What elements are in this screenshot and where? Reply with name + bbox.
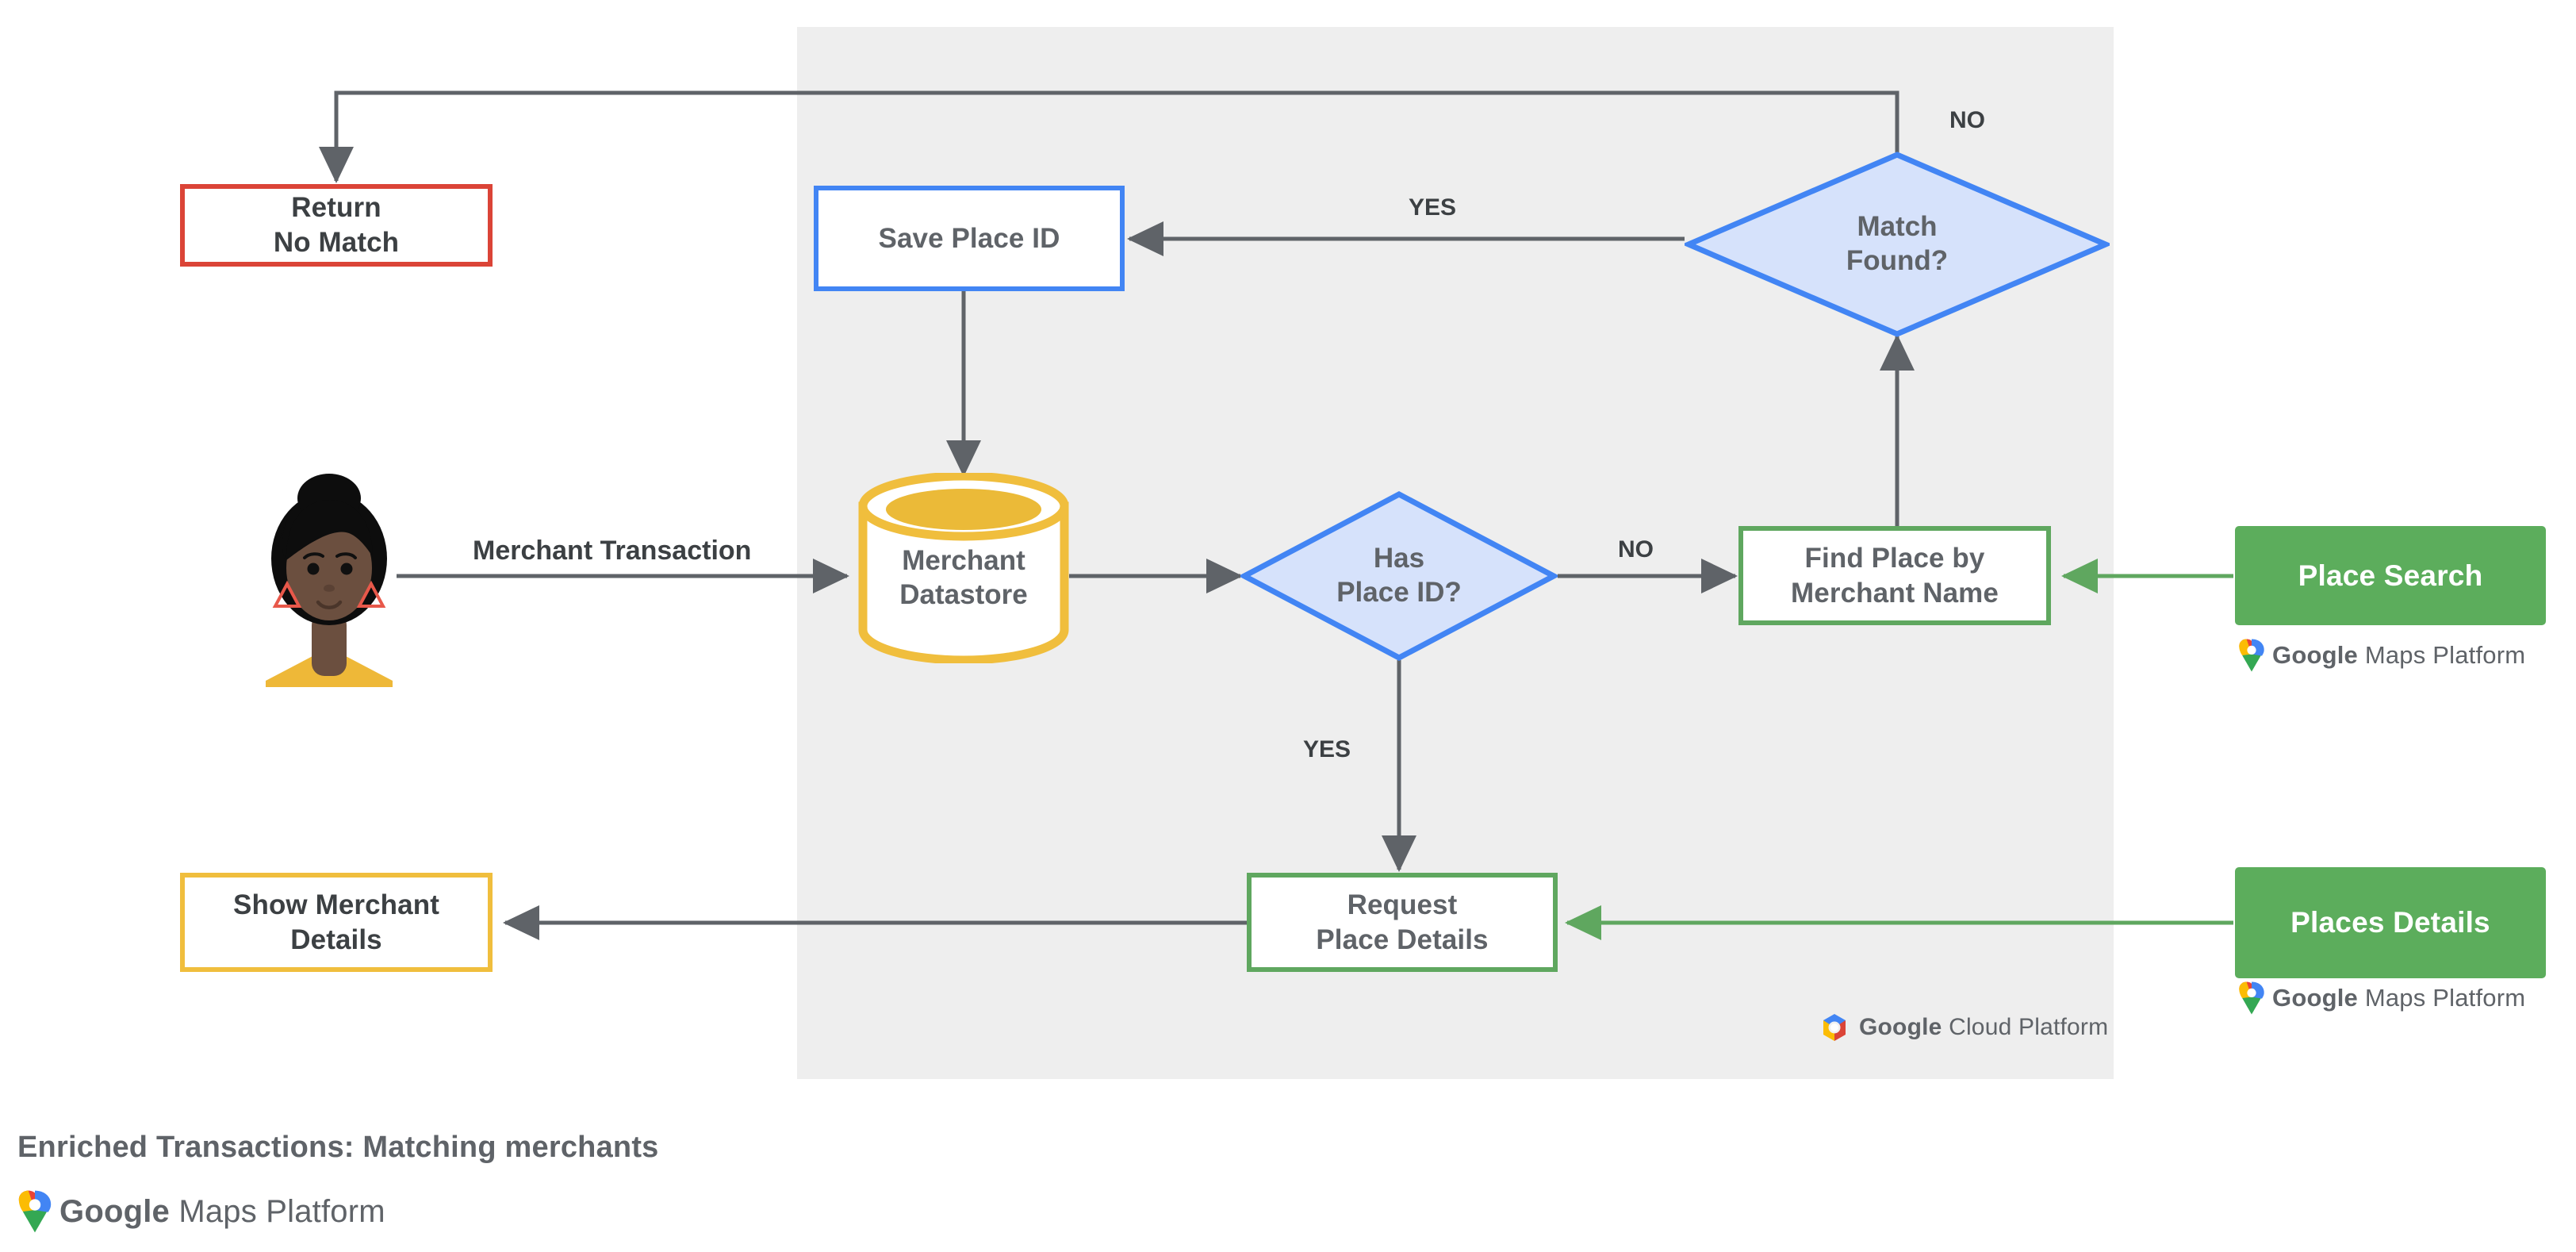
footer-google-maps-platform-logo: Google Maps Platform [17,1190,385,1233]
edge-label-has-place-id-no: NO [1618,536,1654,563]
node-find-place-label: Find Place by Merchant Name [1791,542,1999,609]
node-return-no-match[interactable]: Return No Match [180,184,493,267]
datastore-cylinder-shape [858,473,1069,663]
place-search-google-maps-platform-logo: Google Maps Platform [2238,639,2525,672]
node-merchant-datastore[interactable]: Merchant Datastore [858,473,1069,663]
node-request-place-details[interactable]: Request Place Details [1247,873,1558,972]
node-places-details-label: Places Details [2290,906,2490,939]
google-maps-pin-icon [2239,639,2264,672]
node-place-search[interactable]: Place Search [2235,526,2546,625]
places-details-google-maps-platform-logo: Google Maps Platform [2238,981,2525,1015]
customer-avatar [262,465,397,687]
google-maps-platform-wordmark: Google Maps Platform [59,1193,385,1229]
customer-avatar-icon [266,474,393,687]
node-return-no-match-label: Return No Match [273,192,400,258]
node-has-place-id-label: Has Place ID? [1336,543,1462,608]
node-match-found[interactable]: Match Found? [1685,151,2110,338]
google-cloud-platform-logo: Google Cloud Platform [1819,1012,2108,1043]
edge-match-found-no [319,90,1899,183]
edge-label-match-found-yes: YES [1409,194,1457,221]
match-found-diamond-shape [1685,152,2110,337]
google-maps-platform-wordmark: Google Maps Platform [2272,641,2526,669]
node-show-merchant-details-label: Show Merchant Details [233,889,439,955]
node-merchant-datastore-label: Merchant Datastore [899,545,1028,610]
has-place-id-diamond-shape [1240,491,1558,661]
google-cloud-hexagon-icon [1823,1014,1846,1041]
google-maps-pin-icon [2239,981,2264,1015]
node-save-place-id[interactable]: Save Place ID [814,186,1125,291]
node-places-details[interactable]: Places Details [2235,867,2546,978]
node-find-place-by-merchant-name[interactable]: Find Place by Merchant Name [1738,526,2051,625]
google-maps-platform-wordmark: Google Maps Platform [2272,984,2526,1012]
node-show-merchant-details[interactable]: Show Merchant Details [180,873,493,972]
google-maps-pin-icon [18,1190,52,1233]
diagram-title: Enriched Transactions: Matching merchant… [17,1131,659,1164]
edge-label-merchant-transaction: Merchant Transaction [473,536,752,566]
node-has-place-id[interactable]: Has Place ID? [1240,490,1558,662]
google-cloud-platform-wordmark: Google Cloud Platform [1859,1014,2109,1040]
node-match-found-label: Match Found? [1846,211,1949,276]
node-request-place-details-label: Request Place Details [1316,889,1489,955]
node-save-place-id-label: Save Place ID [878,222,1060,254]
edge-label-match-found-no: NO [1949,107,1985,133]
node-place-search-label: Place Search [2298,559,2483,592]
edge-label-has-place-id-yes: YES [1303,736,1351,762]
